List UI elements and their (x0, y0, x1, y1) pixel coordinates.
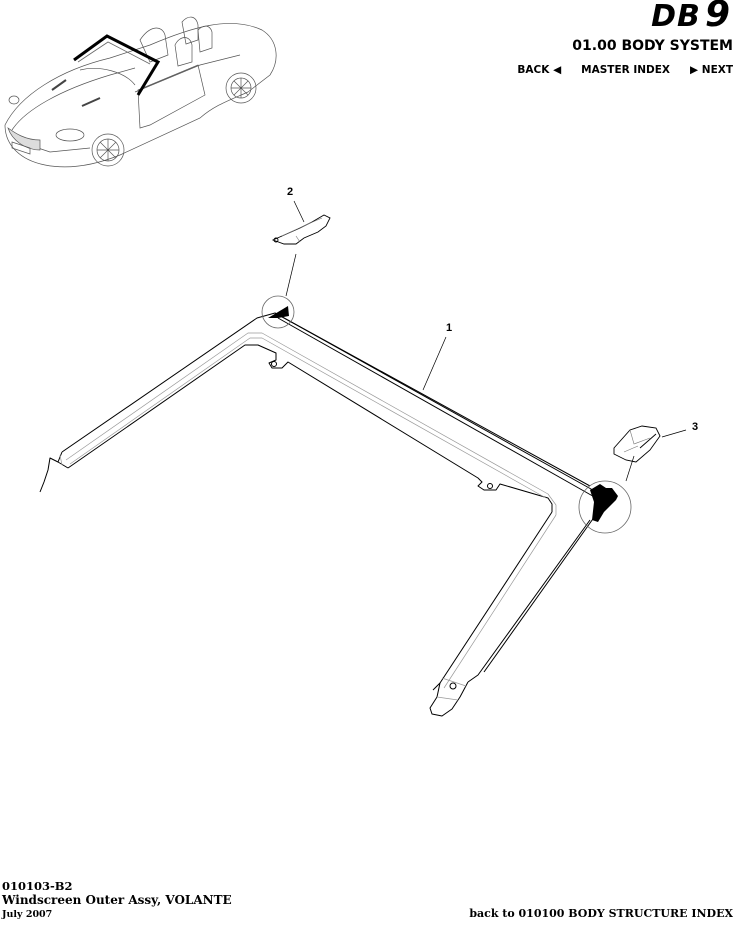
back-label: BACK (517, 64, 550, 76)
triangle-right-icon: ▶ (690, 64, 699, 76)
part-description: Windscreen Outer Assy, VOLANTE (2, 893, 232, 907)
back-to-index-link[interactable]: back to 010100 BODY STRUCTURE INDEX (469, 907, 733, 920)
callout-1: 1 (446, 322, 453, 334)
leader-lines (285, 200, 687, 482)
back-button[interactable]: BACK ◀ (517, 64, 561, 76)
part-3-clip (613, 425, 661, 463)
master-index-link[interactable]: MASTER INDEX (581, 64, 671, 76)
next-label: NEXT (701, 64, 733, 76)
car-overview-image (4, 16, 277, 168)
callout-3: 3 (692, 421, 699, 433)
detail-circle-3 (578, 480, 632, 534)
navigation-bar: BACK ◀ MASTER INDEX ▶ NEXT (517, 64, 733, 76)
windscreen-outer-frame (39, 312, 601, 717)
logo-text: DB (651, 0, 701, 34)
part-info: 010103-B2 Windscreen Outer Assy, VOLANTE… (2, 879, 232, 922)
logo-number: 9 (704, 0, 731, 35)
callout-2: 2 (287, 186, 294, 198)
detail-circle-2 (261, 295, 295, 329)
part-2-clip (271, 214, 331, 245)
part-code: 010103-B2 (2, 879, 73, 893)
publication-date: July 2007 (2, 909, 53, 920)
triangle-left-icon: ◀ (553, 64, 562, 76)
windscreen-frame-drawing (39, 200, 687, 717)
next-button[interactable]: ▶ NEXT (690, 64, 733, 76)
system-title: 01.00 BODY SYSTEM (572, 38, 733, 54)
